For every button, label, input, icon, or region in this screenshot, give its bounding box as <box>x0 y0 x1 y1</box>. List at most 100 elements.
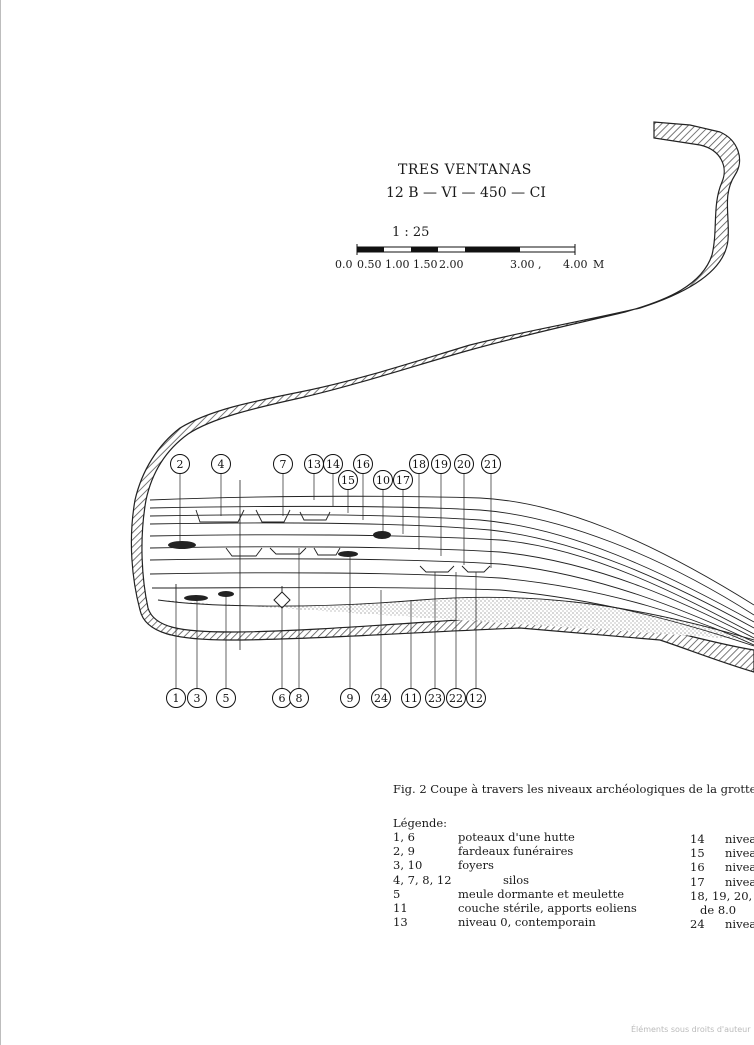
marker-circle <box>393 470 413 490</box>
marker-number: 14 <box>326 458 340 471</box>
marker-number: 10 <box>376 474 390 487</box>
marker-circle <box>211 454 231 474</box>
marker-circle <box>481 454 501 474</box>
marker-number: 9 <box>347 692 354 705</box>
marker-circle <box>166 688 186 708</box>
marker-number: 18 <box>412 458 426 471</box>
marker-number: 16 <box>356 458 370 471</box>
copyright-watermark: Éléments sous droits d'auteur <box>631 1025 751 1034</box>
legend-title: Légende: <box>393 816 448 830</box>
legend-row: 5 meule dormante et meulette <box>393 887 637 901</box>
legend-text: de 8.0 <box>700 903 737 918</box>
legend-text: niveau <box>725 917 754 932</box>
marker-number: 13 <box>307 458 321 471</box>
legend-num: 16 <box>690 860 705 875</box>
marker-number: 21 <box>484 458 498 471</box>
archaeological-features <box>168 531 391 609</box>
legend-num: 2, 9 <box>393 844 415 859</box>
scale-tick: 4.00 <box>563 258 588 271</box>
figure-caption: Fig. 2 Coupe à travers les niveaux arché… <box>393 782 754 796</box>
legend-row: 14 nivea <box>690 832 754 846</box>
legend-row: 13 niveau 0, contemporain <box>393 915 637 929</box>
marker-circle <box>373 470 393 490</box>
site-code: 12 B — VI — 450 — CI <box>386 185 546 201</box>
legend-num: 3, 10 <box>393 858 423 873</box>
legend-text: niveau <box>725 874 754 889</box>
legend-row: 4, 7, 8, 12 silos <box>393 873 637 887</box>
marker-number: 6 <box>279 692 286 705</box>
legend-num: 15 <box>690 846 705 861</box>
marker-circle <box>401 688 421 708</box>
marker-number: 12 <box>469 692 483 705</box>
marker-number: 4 <box>218 458 225 471</box>
marker-number: 11 <box>404 692 418 705</box>
marker-number: 2 <box>177 458 184 471</box>
marker-circle <box>323 454 343 474</box>
scale-tick: 2.00 <box>439 258 464 271</box>
marker-number: 19 <box>434 458 448 471</box>
scale-tick: 0.0 <box>335 258 353 271</box>
legend-row: 11 couche stérile, apports eoliens <box>393 901 637 915</box>
marker-number: 22 <box>449 692 463 705</box>
legend-num: 5 <box>393 886 401 901</box>
marker-circle <box>454 454 474 474</box>
legend-text: silos <box>503 872 530 887</box>
legend-row: 17 niveau <box>690 875 754 889</box>
marker-circle <box>340 688 360 708</box>
legend-row: 16 niveau <box>690 860 754 874</box>
marker-circle <box>425 688 445 708</box>
legend-text: niveau 0, contemporain <box>458 915 596 930</box>
legend-row: 24 niveau <box>690 917 754 931</box>
legend-text: poteaux d'une hutte <box>458 830 575 844</box>
marker-circle <box>371 688 391 708</box>
page-edge <box>0 0 1 1045</box>
legend-row: 18, 19, 20, 2 <box>690 889 754 903</box>
scale-ratio: 1 : 25 <box>392 225 430 240</box>
legend-text: niveau <box>725 860 754 875</box>
scale-tick: 1.50 <box>413 258 438 271</box>
legend-num: 18, 19, 20, 2 <box>690 888 754 903</box>
rock-wall <box>130 121 754 673</box>
legend-num: 17 <box>690 874 705 889</box>
marker-circle <box>353 454 373 474</box>
legend-num: 14 <box>690 832 705 846</box>
scale-tick: 1.00 <box>385 258 410 271</box>
legend-row: 3, 10 foyers <box>393 858 637 872</box>
marker-number: 23 <box>428 692 442 705</box>
marker-circle <box>187 688 207 708</box>
scale-bar <box>356 244 576 255</box>
legend-text: niveau <box>725 846 754 861</box>
legend-right-column: 14 nivea 15 niveau 16 niveau 17 niveau 18, 1… <box>690 832 754 931</box>
legend-text: foyers <box>458 858 494 873</box>
marker-number: 3 <box>194 692 201 705</box>
legend-row: 15 niveau <box>690 846 754 860</box>
scale-tick: M <box>593 258 605 271</box>
legend-num <box>690 903 700 917</box>
legend-num: 11 <box>393 901 408 916</box>
marker-circle <box>409 454 429 474</box>
marker-number: 15 <box>341 474 355 487</box>
marker-number: 24 <box>374 692 388 705</box>
marker-number: 7 <box>280 458 287 471</box>
marker-circle <box>466 688 486 708</box>
marker-number: 20 <box>457 458 471 471</box>
scale-tick: 3.00 , <box>510 258 542 271</box>
legend-row: de 8.0 <box>690 903 754 917</box>
legend-num: 24 <box>690 917 705 932</box>
legend-text: couche stérile, apports eoliens <box>458 901 637 916</box>
legend-num: 13 <box>393 915 408 930</box>
marker-circle <box>289 688 309 708</box>
marker-number: 5 <box>223 692 230 705</box>
legend-text: nivea <box>725 832 754 846</box>
marker-circle <box>431 454 451 474</box>
marker-number: 8 <box>296 692 303 705</box>
scale-tick: 0.50 <box>357 258 382 271</box>
marker-circle <box>273 454 293 474</box>
legend-num: 4, 7, 8, 12 <box>393 872 452 887</box>
legend-text: meule dormante et meulette <box>458 886 625 901</box>
